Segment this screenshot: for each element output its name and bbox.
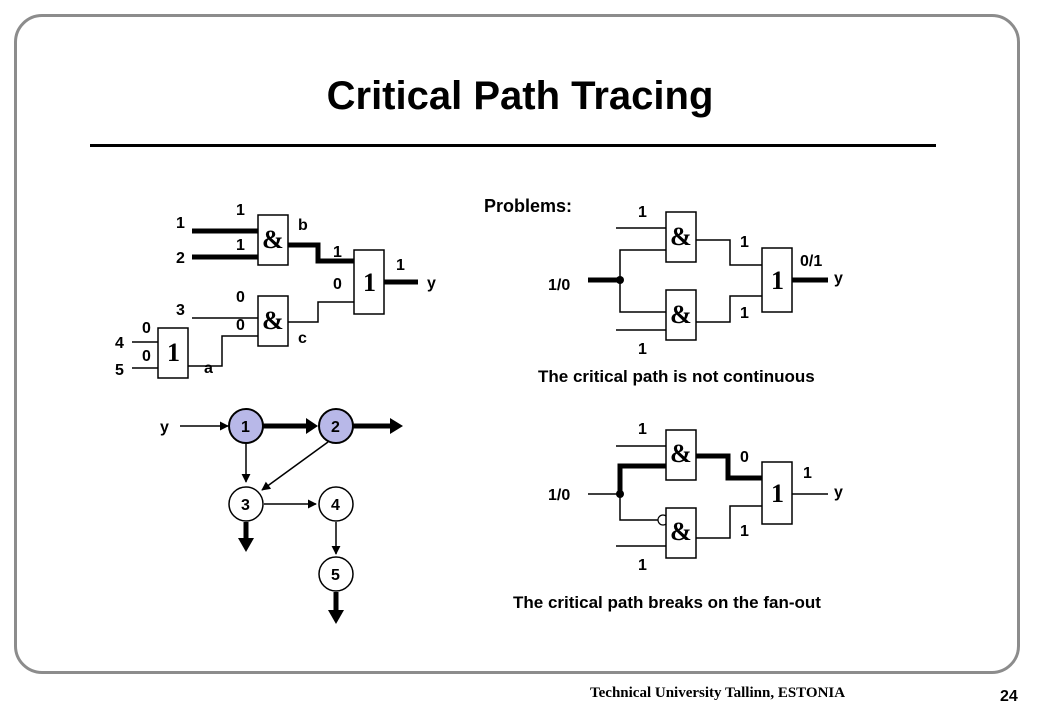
- wire-fanout-branch-top: [619, 249, 666, 280]
- value-mid-top: 0: [740, 449, 749, 466]
- example-circuit: & & 1 1 1 2 3 4 5 1 1 b 0 0 c 1 0 1 y 0 …: [115, 202, 436, 379]
- graph-node-2: [318, 408, 354, 444]
- signal-label-c: c: [298, 330, 307, 347]
- value-c-in1: 0: [236, 289, 245, 306]
- or-gate: [761, 247, 793, 313]
- wire-fanout-branch-top: [617, 463, 666, 494]
- problems-heading: Problems:: [484, 196, 572, 216]
- graph-node-5: [318, 556, 354, 592]
- value-fanout: 1/0: [548, 487, 570, 504]
- and-gate-c: [257, 295, 289, 347]
- slide-title: Critical Path Tracing: [326, 74, 714, 118]
- signal-label-b: b: [298, 217, 308, 234]
- wire-mid-bottom: [696, 295, 762, 323]
- caption-top: The critical path is not continuous: [538, 367, 815, 386]
- and-gate-bottom: [665, 289, 697, 341]
- caption-bottom: The critical path breaks on the fan-out: [513, 593, 821, 612]
- graph-node-1: [228, 408, 264, 444]
- and-gate-top: [665, 429, 697, 481]
- or-gate-a: [157, 327, 189, 379]
- graph-node-label: 1: [241, 419, 250, 436]
- path-graph: y 1 2 3 4 5: [160, 408, 403, 624]
- wire-a: [188, 335, 258, 367]
- wire-mid-bottom: [696, 505, 762, 539]
- output-label-y: y: [427, 275, 436, 292]
- input-label-5: 5: [115, 362, 124, 379]
- input-label-3: 3: [176, 302, 185, 319]
- graph-node-3: [228, 486, 264, 522]
- arrowhead: [390, 418, 403, 434]
- graph-node-4: [318, 486, 354, 522]
- value-fanout: 1/0: [548, 277, 570, 294]
- value-or-in2: 0: [333, 276, 342, 293]
- output-label-y: y: [834, 484, 843, 501]
- value-in-bottom: 1: [638, 341, 647, 358]
- and-gate-bottom: [665, 507, 697, 559]
- input-label-2: 2: [176, 250, 185, 267]
- value-mid-bottom: 1: [740, 305, 749, 322]
- value-in-top: 1: [638, 204, 647, 221]
- and-symbol: &: [670, 300, 692, 329]
- or-symbol: 1: [771, 266, 784, 295]
- value-mid-bottom: 1: [740, 523, 749, 540]
- and-gate-top: [665, 211, 697, 263]
- wire-mid-top: [696, 453, 762, 481]
- title-rule: [90, 144, 936, 147]
- and-symbol: &: [670, 517, 692, 546]
- arrowhead: [238, 538, 254, 552]
- signal-label-a: a: [204, 360, 213, 377]
- and-symbol: &: [262, 306, 284, 335]
- wire-fanout-branch-bottom: [619, 494, 658, 521]
- wire-c: [288, 301, 354, 323]
- problem-circuit-bottom: & & 1 1 1 1/0 0 1 1 y The critical path …: [513, 421, 843, 612]
- value-or-in1: 1: [333, 244, 342, 261]
- output-label-y: y: [834, 270, 843, 287]
- arrowhead: [306, 418, 318, 434]
- input-label-4: 4: [115, 335, 124, 352]
- or-gate: [761, 461, 793, 525]
- slide-footer: Technical University Tallinn, ESTONIA: [590, 685, 846, 701]
- problem-circuit-top: & & 1 1 1 1/0 1 1 0/1 y The critical pat…: [538, 204, 843, 386]
- wire-b: [288, 242, 354, 264]
- value-a-in1: 0: [142, 320, 151, 337]
- input-label-1: 1: [176, 215, 185, 232]
- graph-label-y: y: [160, 419, 169, 436]
- value-c-in2: 0: [236, 317, 245, 334]
- page-number: 24: [1000, 688, 1018, 705]
- edge-2-3: [261, 441, 329, 491]
- value-mid-top: 1: [740, 234, 749, 251]
- graph-node-label: 3: [241, 497, 250, 514]
- value-in-top: 1: [638, 421, 647, 438]
- wire-fanout-branch-bottom: [619, 280, 666, 313]
- or-symbol: 1: [771, 479, 784, 508]
- value-out: 0/1: [800, 253, 822, 270]
- value-out: 1: [396, 257, 405, 274]
- graph-node-label: 2: [331, 419, 340, 436]
- and-gate-b: [257, 214, 289, 266]
- and-symbol: &: [670, 439, 692, 468]
- and-symbol: &: [670, 222, 692, 251]
- or-symbol: 1: [363, 268, 376, 297]
- and-symbol: &: [262, 225, 284, 254]
- value-b-in2: 1: [236, 237, 245, 254]
- wire-mid-top: [696, 239, 762, 266]
- value-b-in1: 1: [236, 202, 245, 219]
- value-a-in2: 0: [142, 348, 151, 365]
- graph-node-label: 4: [331, 497, 340, 514]
- or-symbol: 1: [167, 338, 180, 367]
- arrowhead: [328, 610, 344, 624]
- value-in-bottom: 1: [638, 557, 647, 574]
- or-gate-y: [353, 249, 385, 315]
- graph-node-label: 5: [331, 567, 340, 584]
- value-out: 1: [803, 465, 812, 482]
